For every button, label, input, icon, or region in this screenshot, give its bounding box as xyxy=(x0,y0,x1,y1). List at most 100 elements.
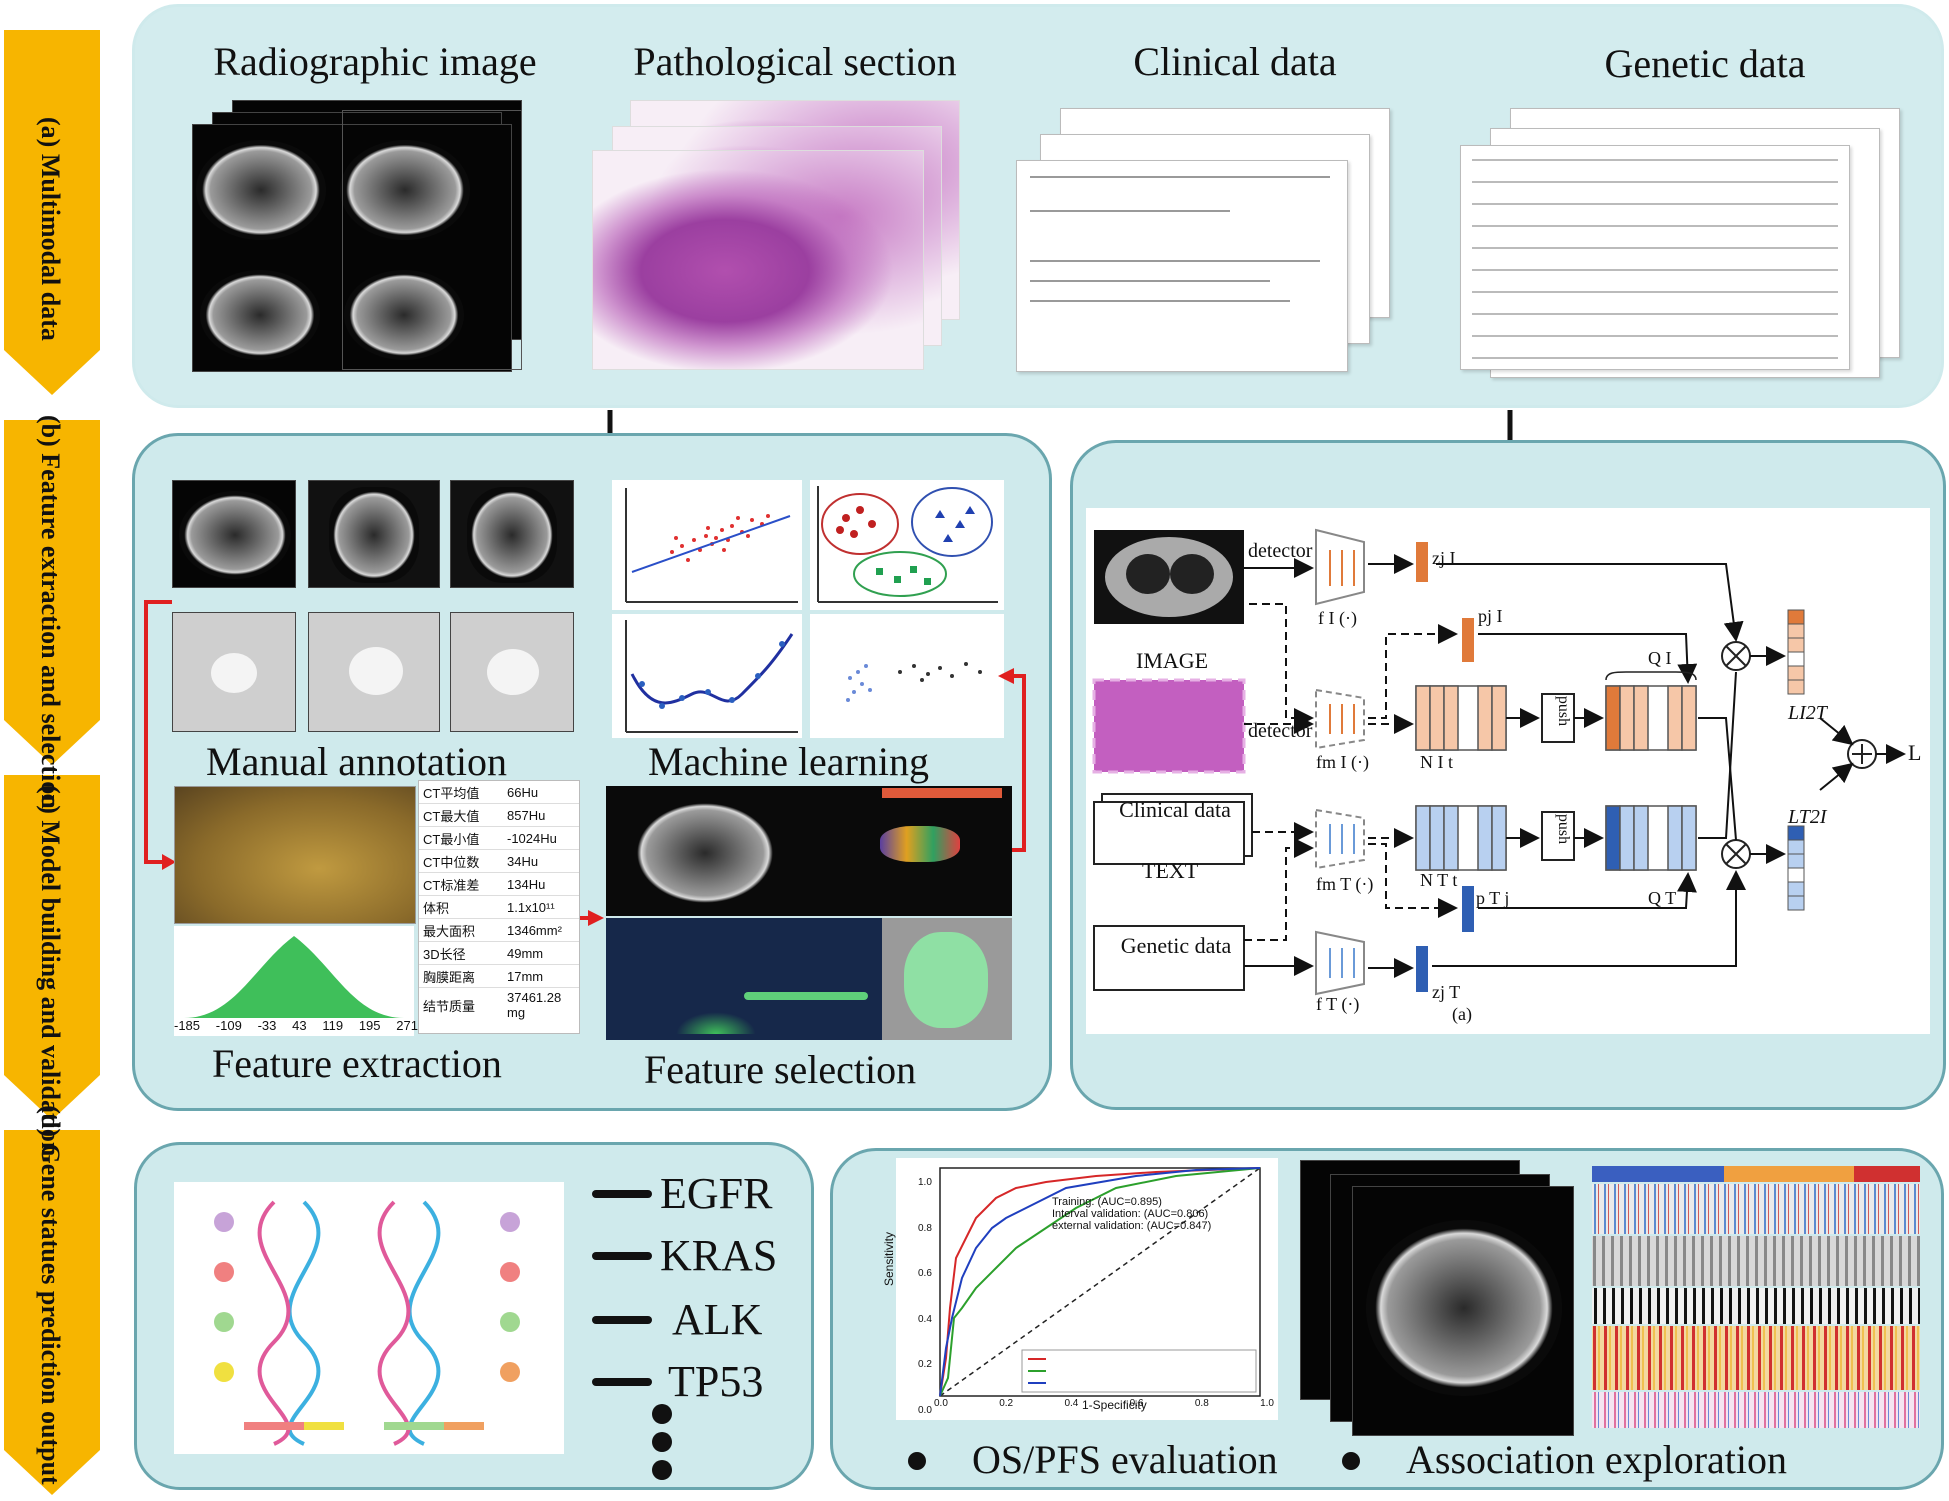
genetic-title: Genetic data xyxy=(1604,41,1806,86)
ct-stat-name: 结节质量 xyxy=(423,998,476,1014)
roc-legend-item: Interval validation: (AUC=0.806) xyxy=(1052,1208,1209,1220)
ct-stat-name: 胸膜距离 xyxy=(423,969,476,985)
roc-ytick: 0.8 xyxy=(918,1222,932,1234)
L-label: L xyxy=(1908,740,1922,765)
stage-label-a: (a) Multimodal data xyxy=(36,117,65,341)
roc-legend-item: Training: (AUC=0.895) xyxy=(1052,1196,1162,1208)
L-T2I-label: LT2I xyxy=(1788,806,1827,828)
gene-tp53: TP53 xyxy=(668,1357,764,1406)
roc-xlabel: 1-Specificity xyxy=(1082,1398,1147,1412)
p-j-I-label: pj I xyxy=(1478,606,1503,626)
ct-stat-value: 34Hu xyxy=(507,853,539,869)
gene-kras: KRAS xyxy=(660,1231,778,1280)
roc-xticks: 0.0 0.2 0.4 0.6 0.8 1.0 xyxy=(934,1398,1274,1409)
os-pfs-label: OS/PFS evaluation xyxy=(972,1437,1278,1482)
ellipsis-dot xyxy=(652,1432,672,1452)
clinical-title: Clinical data xyxy=(1133,39,1337,84)
ct-stat-value: 17mm xyxy=(507,968,544,984)
ct-stat-name: CT平均值 xyxy=(423,785,480,801)
gene-bullet-bar xyxy=(592,1316,652,1324)
ct-stat-name: 3D长径 xyxy=(423,946,466,962)
hist-tick: 195 xyxy=(358,1018,381,1033)
roc-xtick: 0.6 xyxy=(1129,1398,1144,1409)
p-T-j-label: p T j xyxy=(1476,888,1510,908)
f-I-label: f I (·) xyxy=(1318,608,1357,628)
machine-learning-label: Machine learning xyxy=(648,739,929,784)
detector-top-label: detector xyxy=(1248,540,1313,562)
feature-selection-label: Feature selection xyxy=(644,1047,917,1092)
roc-xtick: 0.2 xyxy=(999,1398,1014,1409)
association-heatmap xyxy=(1592,1166,1920,1428)
dna-illustration xyxy=(174,1182,564,1454)
N-I-t-label: N I t xyxy=(1420,752,1453,772)
ct-stat-value: 1.1x10¹¹ xyxy=(507,899,555,915)
roc-legend: Training: (AUC=0.895) Interval validatio… xyxy=(1052,1196,1211,1232)
roc-xtick: 1.0 xyxy=(1260,1398,1274,1409)
hist-tick: -33 xyxy=(257,1018,277,1033)
z-j-T-label: zj T xyxy=(1432,982,1461,1002)
ct-stat-value: 1346mm² xyxy=(507,922,562,938)
stage-label-d: (d) Gene statues prediction output xyxy=(36,1105,65,1485)
roc-xtick: 0.8 xyxy=(1194,1398,1209,1409)
chevron-b xyxy=(4,420,100,765)
ct-stat-value: -1024Hu xyxy=(507,830,557,846)
bullet-dot xyxy=(1342,1452,1360,1470)
roc-xtick: 0.0 xyxy=(934,1398,948,1409)
fm-T-label: fm T (·) xyxy=(1316,874,1374,894)
text-label: TEXT xyxy=(1142,858,1199,883)
clinical-data-box: Clinical data xyxy=(1119,797,1231,822)
push-label: push xyxy=(1555,813,1573,845)
detector-bottom-label: detector xyxy=(1248,720,1313,742)
z-j-I-label: zj I xyxy=(1432,548,1456,568)
ct-stat-name: CT中位数 xyxy=(423,854,480,870)
hist-tick: 119 xyxy=(322,1018,344,1033)
figure-caption: (a) xyxy=(1452,1004,1472,1024)
ct-stat-value: 134Hu xyxy=(507,876,546,892)
Q-T-label: Q T xyxy=(1648,888,1677,908)
stage-label-b: (b) Feature extraction and selection xyxy=(36,415,65,809)
pathological-title: Pathological section xyxy=(633,39,957,84)
ct-stats-table: CT平均值 66Hu CT最大值 857Hu CT最小值 -1024Hu CT中位数 3… xyxy=(418,780,580,1034)
hist-tick: 271 xyxy=(396,1018,418,1033)
ct-stat-value: 49mm xyxy=(507,945,544,961)
hist-tick: -185 xyxy=(174,1018,201,1033)
roc-ytick: 0.2 xyxy=(918,1359,932,1371)
gene-bullet-bar xyxy=(592,1190,652,1198)
ct-stat-value: 37461.28 mg xyxy=(507,990,562,1020)
f-T-label: f T (·) xyxy=(1316,994,1360,1014)
roc-ytick: 0.6 xyxy=(918,1268,932,1280)
stage-chevrons xyxy=(4,30,100,1495)
chevron-d xyxy=(4,1130,100,1495)
genetic-data-box: Genetic data xyxy=(1120,933,1232,958)
push-label: push xyxy=(1555,695,1573,727)
roc-chart-graphics xyxy=(939,1167,1261,1397)
hist-tick: -109 xyxy=(215,1018,242,1033)
image-label: IMAGE xyxy=(1136,648,1209,673)
L-I2T-label: LI2T xyxy=(1788,702,1827,724)
chevron-a xyxy=(4,30,100,395)
ct-stat-name: CT最大值 xyxy=(423,808,480,824)
roc-ylabel: Sensitivity xyxy=(882,1231,896,1286)
roc-yticks: 1.0 0.8 0.6 0.4 0.2 0.0 xyxy=(918,1160,932,1434)
roc-xtick: 0.4 xyxy=(1064,1398,1079,1409)
bullet-dot xyxy=(908,1452,926,1470)
manual-annotation-label: Manual annotation xyxy=(206,739,508,784)
hist-tick: 43 xyxy=(292,1018,307,1033)
roc-ytick: 0.0 xyxy=(918,1404,932,1416)
ct-stat-value: 857Hu xyxy=(507,807,546,823)
ct-stat-value: 66Hu xyxy=(507,784,539,800)
ellipsis-dot xyxy=(652,1404,672,1424)
ct-stat-name: CT最小值 xyxy=(423,831,480,847)
ct-stat-name: 最大面积 xyxy=(423,923,476,939)
gene-alk: ALK xyxy=(672,1295,763,1344)
chevron-c xyxy=(4,775,100,1120)
model-diagram-graphics xyxy=(1092,528,1906,996)
ct-stat-name: 体积 xyxy=(423,900,450,916)
radiographic-title: Radiographic image xyxy=(213,39,537,84)
feature-extraction-label: Feature extraction xyxy=(212,1041,502,1086)
ellipsis-dot xyxy=(652,1460,672,1480)
ct-stat-name: CT标准差 xyxy=(423,877,480,893)
fm-I-label: fm I (·) xyxy=(1316,752,1369,772)
gene-bullet-bar xyxy=(592,1378,652,1386)
N-T-t-label: N T t xyxy=(1420,870,1458,890)
